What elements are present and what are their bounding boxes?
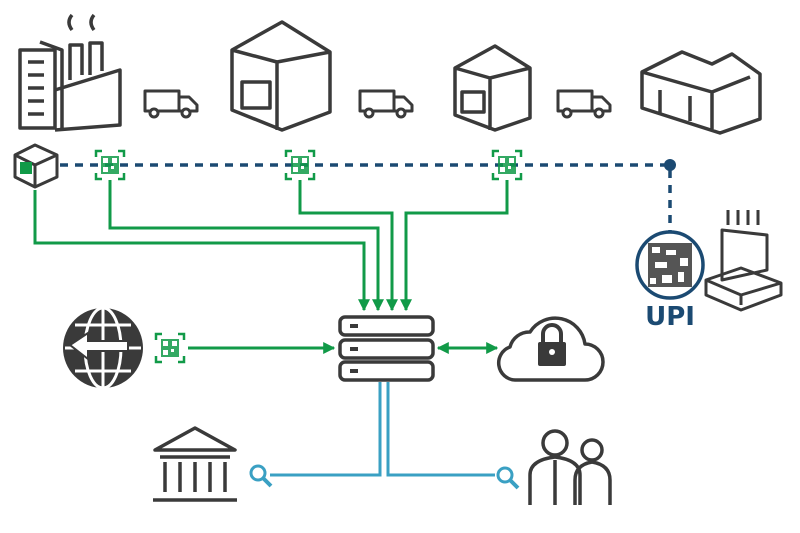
- qr-code-icon: [94, 149, 523, 364]
- globe-exchange-icon: [63, 306, 143, 390]
- flow-line: [33, 190, 370, 312]
- people-icon: [528, 429, 612, 505]
- flow-line: [108, 180, 384, 312]
- bank-icon: [153, 426, 237, 502]
- product-box-icon: [13, 143, 59, 189]
- server-icon: [338, 315, 435, 382]
- upi-link-line: [60, 163, 672, 232]
- magnifier-icon: [249, 464, 520, 490]
- query-line: [386, 382, 495, 477]
- flow-line: [400, 180, 509, 312]
- truck-icon: [143, 89, 612, 119]
- flow-line: [298, 180, 398, 312]
- upi-link-node: [664, 159, 676, 171]
- warehouse-small-icon: [453, 44, 532, 132]
- warehouse-large-icon: [230, 20, 332, 132]
- query-line: [270, 382, 382, 477]
- store-icon: [640, 50, 762, 135]
- factory-icon: [18, 13, 122, 132]
- datamatrix-code-icon: [648, 243, 692, 287]
- upi-label: UPI: [645, 302, 695, 332]
- chocolate-box-icon: [704, 210, 783, 312]
- secure-cloud-icon: [496, 316, 605, 382]
